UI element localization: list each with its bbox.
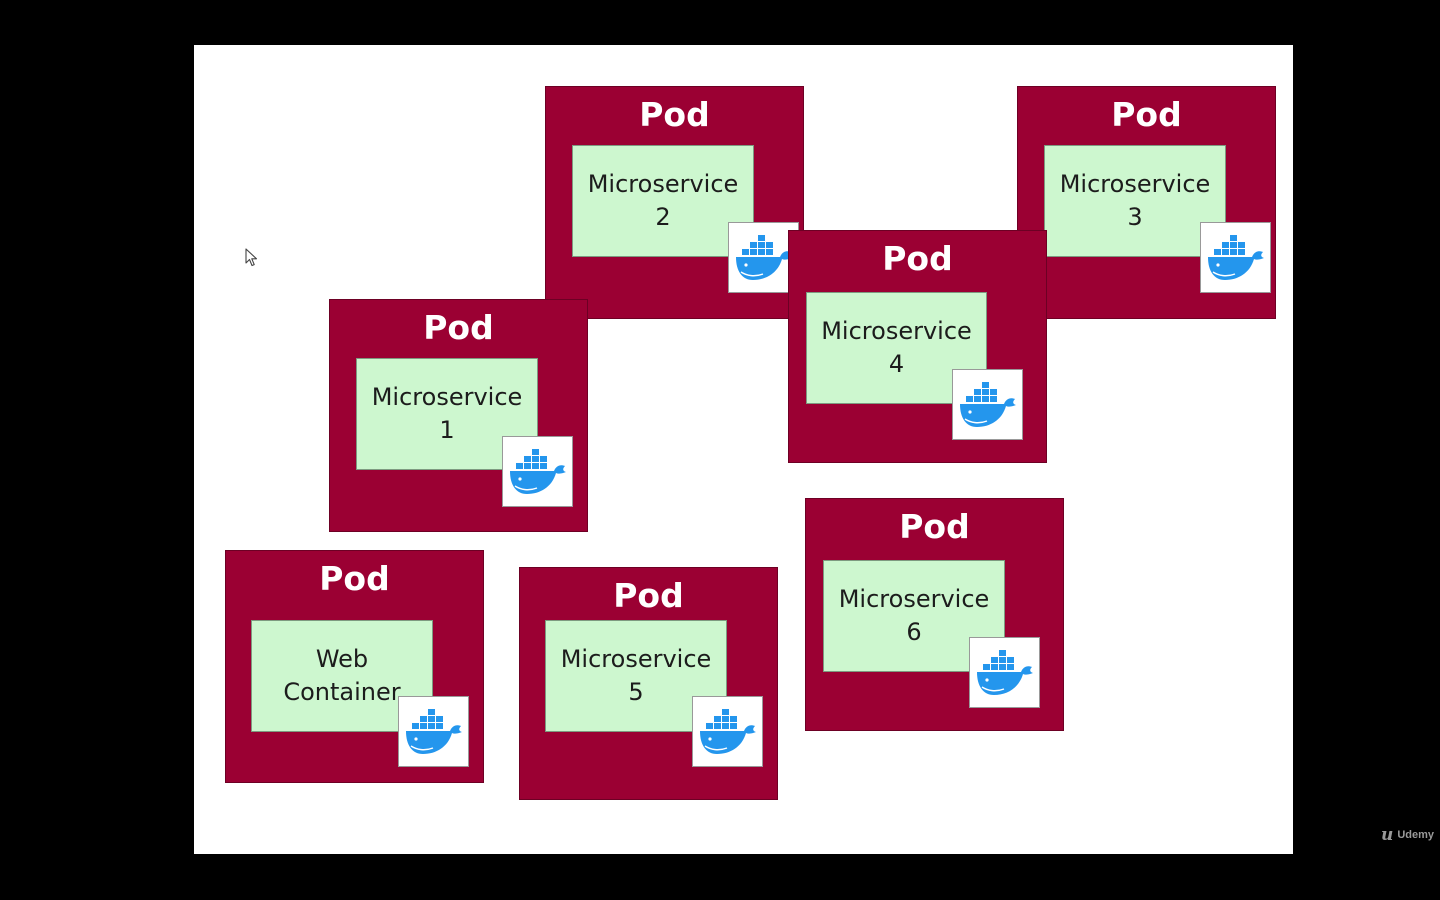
docker-whale-icon (1200, 222, 1271, 293)
udemy-watermark: u Udemy (1381, 825, 1434, 845)
service-name: Microservice (1059, 170, 1211, 198)
slide-canvas: Pod Microservice 2 Pod Microservice 3 Po… (194, 45, 1293, 854)
pod-title: Pod (423, 308, 494, 347)
service-name: Microservice (560, 645, 712, 673)
docker-whale-icon (952, 369, 1023, 440)
pod-title: Pod (639, 95, 710, 134)
service-name: Microservice (821, 317, 972, 345)
pod-microservice-6: Pod Microservice 6 (805, 498, 1064, 731)
service-name: Microservice (371, 383, 523, 411)
docker-whale-icon (728, 222, 799, 293)
microservice-2-box: Microservice 2 (572, 145, 754, 257)
pod-web-container: Pod Web Container (225, 550, 484, 783)
pod-microservice-3: Pod Microservice 3 (1017, 86, 1276, 319)
service-number: 6 (906, 618, 922, 646)
watermark-text: Udemy (1397, 829, 1434, 841)
pod-title: Pod (613, 576, 684, 615)
mouse-cursor-icon (245, 248, 258, 267)
docker-whale-icon (692, 696, 763, 767)
docker-whale-icon (969, 637, 1040, 708)
service-name: Microservice (838, 585, 990, 613)
service-name: Microservice (587, 170, 739, 198)
microservice-6-box: Microservice 6 (823, 560, 1005, 672)
pod-microservice-5: Pod Microservice 5 (519, 567, 778, 800)
microservice-3-box: Microservice 3 (1044, 145, 1226, 257)
udemy-logo-icon: u (1380, 825, 1394, 845)
pod-title: Pod (899, 507, 970, 546)
service-number: Container (283, 678, 401, 706)
docker-whale-icon (502, 436, 573, 507)
service-number: 1 (439, 416, 455, 444)
pod-title: Pod (1111, 95, 1182, 134)
service-name: Web (315, 645, 369, 673)
service-number: 3 (1127, 203, 1143, 231)
service-number: 5 (628, 678, 644, 706)
service-number: 2 (655, 203, 671, 231)
pod-microservice-2: Pod Microservice 2 (545, 86, 804, 319)
service-number: 4 (888, 350, 905, 378)
docker-whale-icon (398, 696, 469, 767)
pod-microservice-4: Pod Microservice 4 (788, 230, 1047, 463)
pod-microservice-1: Pod Microservice 1 (329, 299, 588, 532)
pod-title: Pod (319, 559, 390, 598)
pod-title: Pod (882, 239, 953, 278)
